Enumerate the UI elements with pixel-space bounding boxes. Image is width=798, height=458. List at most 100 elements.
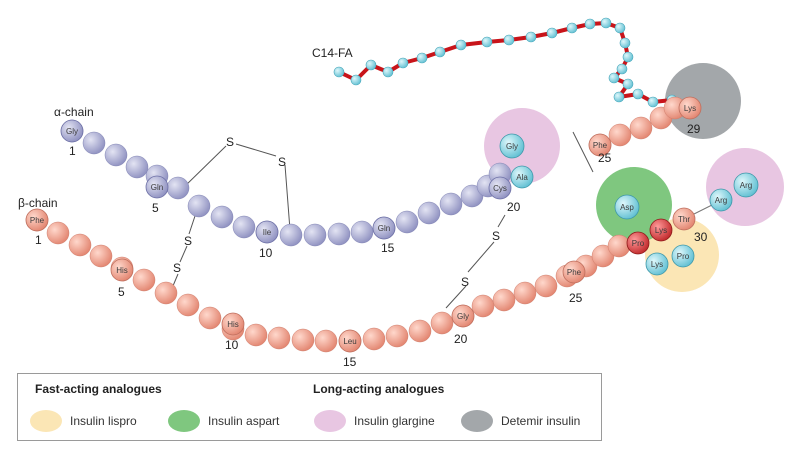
fatty-acid-bead [600, 17, 612, 29]
alpha-chain-bead [327, 222, 351, 246]
beta-chain-bead [46, 221, 70, 245]
c14-fatty-acid-chain [333, 17, 678, 108]
alpha-residue-ala-bead [510, 165, 534, 189]
beta-number-1: 1 [35, 233, 42, 247]
alpha-residue-ile-10-label: Ile [263, 228, 272, 237]
alpha-residue-cys-20-label: Cys [493, 184, 507, 193]
fatty-acid-bead [616, 63, 628, 75]
fatty-acid-bead [566, 22, 578, 34]
fatty-acid-bead [434, 46, 446, 58]
beta-chain-bead [244, 323, 268, 347]
inter-chain-disulfide-bond-1 [169, 212, 197, 294]
beta-chain-bead [534, 274, 558, 298]
alpha-chain-bead [279, 223, 303, 247]
fatty-acid-bead [481, 36, 493, 48]
alpha-chain-bead [395, 210, 419, 234]
alpha-chain-bead [210, 205, 234, 229]
fatty-acid-bead [647, 96, 659, 108]
chain-break-line [572, 131, 594, 173]
beta-chain-bead [492, 288, 516, 312]
beta-residue-his-5-label: His [116, 266, 128, 275]
alpha-residue-cys-20-bead [488, 176, 512, 200]
beta-residue-gly-20-label: Gly [457, 312, 469, 321]
glargine-swatch-icon [314, 410, 346, 432]
beta-chain-bead [291, 328, 315, 352]
alpha-chain-bead [187, 194, 211, 218]
detemir-swatch-icon [461, 410, 493, 432]
beta-chain-bead [607, 234, 631, 258]
alpha-chain-bead [104, 143, 128, 167]
disulfide-s-6: S [461, 275, 469, 289]
glargine-residue-arg-1-label: Arg [715, 196, 727, 205]
fatty-acid-bead [608, 72, 620, 84]
legend-label: Insulin aspart [208, 414, 280, 428]
alpha-number-5: 5 [152, 201, 159, 215]
beta-residue-phe-1-bead [25, 208, 49, 232]
alpha-residue-ala-label: Ala [516, 173, 528, 182]
aspart-residue-pro-label: Pro [677, 252, 690, 261]
beta-residue-his-10-label: His [227, 320, 239, 329]
beta-residue-phe-25-upper-label: Phe [593, 141, 608, 150]
legend-item-glargine: Insulin glargine [314, 410, 435, 432]
fatty-acid-bead [350, 74, 362, 86]
disulfide-s-5: S [492, 229, 500, 243]
beta-chain-bead [89, 244, 113, 268]
alpha-chain-bead [350, 220, 374, 244]
alpha-residue-gln-5-label: Gln [151, 183, 163, 192]
disulfide-s-4: S [173, 261, 181, 275]
lispro-residue-pro-bead [626, 231, 650, 255]
beta-chain-bead [408, 319, 432, 343]
alpha-chain-bead [82, 131, 106, 155]
beta-residue-lys-29-bead [678, 96, 702, 120]
beta-chain-bead [629, 116, 653, 140]
aspart-residue-lys-bead [645, 252, 669, 276]
aspart-residue-pro-bead [671, 244, 695, 268]
aspart-residue-asp-bead [614, 194, 640, 220]
alpha-residue-gly-1-label: Gly [66, 127, 78, 136]
beta-number-29: 29 [687, 122, 701, 136]
fatty-acid-bead [333, 66, 345, 78]
fatty-acid-bead [614, 22, 626, 34]
beta-residue-gly-20-bead [451, 304, 475, 328]
fatty-acid-bead [365, 59, 377, 71]
alpha-number-20: 20 [507, 200, 521, 214]
aspart-residue-lys-label: Lys [651, 260, 663, 269]
lispro-residue-lys-bead [649, 218, 673, 242]
alpha-residue-gly-glargine-label: Gly [506, 142, 518, 151]
disulfide-s-2: S [278, 155, 286, 169]
aspart-residue-asp-label: Asp [620, 203, 634, 212]
fatty-acid-bead [619, 37, 631, 49]
inter-chain-disulfide-bond-2 [445, 214, 506, 309]
beta-number-30: 30 [694, 230, 708, 244]
legend-item-aspart: Insulin aspart [168, 410, 279, 432]
lispro-swatch-icon [30, 410, 62, 432]
alpha-chain-bead [303, 223, 327, 247]
beta-chain-bead [154, 281, 178, 305]
alpha-chain-label: α-chain [54, 105, 94, 119]
legend-label: Insulin lispro [70, 414, 137, 428]
alpha-residue-gln-15-label: Gln [378, 224, 390, 233]
fatty-acid-backbone [338, 21, 673, 104]
fatty-acid-bead [622, 51, 634, 63]
beta-residue-his-5-bead [110, 258, 134, 282]
beta-number-10: 10 [225, 338, 239, 352]
beta-chain-bead [198, 306, 222, 330]
beta-residue-phe-1-label: Phe [30, 216, 45, 225]
legend-heading-fast: Fast-acting analogues [35, 382, 162, 396]
fatty-acid-bead [503, 34, 515, 46]
beta-residue-phe-25-upper-bead [588, 133, 612, 157]
alpha-chain-bead [439, 192, 463, 216]
fatty-acid-bead [416, 52, 428, 64]
beta-chain-bead [314, 329, 338, 353]
beta-chain-bead [68, 233, 92, 257]
lispro-residue-pro-label: Pro [632, 239, 645, 248]
alpha-chain-bead [125, 155, 149, 179]
intra-chain-disulfide-bond [182, 143, 291, 231]
glargine-residue-arg-2-bead [733, 172, 759, 198]
beta-chain-bead [513, 281, 537, 305]
lispro-residue-lys-label: Lys [655, 226, 667, 235]
alpha-number-10: 10 [259, 246, 273, 260]
alpha-residue-gln-15-bead [372, 216, 396, 240]
